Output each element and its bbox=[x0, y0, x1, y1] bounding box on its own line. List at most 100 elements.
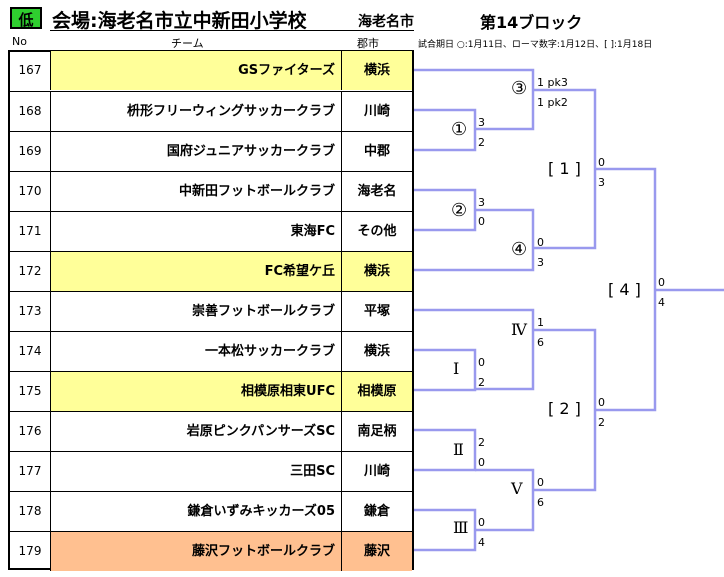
match-score: 4 bbox=[658, 296, 665, 309]
schedule-note: 試合期日 ○:1月11日、ローマ数字:1月12日、[ ]:1月18日 bbox=[418, 40, 653, 50]
team-name: 崇善フットボールクラブ bbox=[50, 292, 341, 331]
team-city: 横浜 bbox=[341, 51, 412, 90]
column-header-city: 郡市 bbox=[357, 37, 379, 50]
table-row: 167 GSファイターズ横浜 bbox=[10, 51, 412, 91]
team-number: 169 bbox=[18, 144, 42, 158]
match-score: 3 bbox=[478, 116, 485, 129]
match-score: 0 bbox=[478, 215, 485, 228]
team-city: 相模原 bbox=[341, 372, 412, 411]
match-label: Ⅲ bbox=[453, 518, 469, 537]
match-score: 2 bbox=[478, 376, 485, 389]
table-row: 173 崇善フットボールクラブ平塚 bbox=[10, 291, 412, 331]
team-name: FC希望ケ丘 bbox=[50, 252, 341, 291]
match-score: 6 bbox=[537, 336, 544, 349]
match-score: 2 bbox=[478, 436, 485, 449]
team-number: 177 bbox=[18, 464, 42, 478]
team-number: 176 bbox=[18, 424, 42, 438]
bracket-line bbox=[475, 468, 535, 532]
match-score: 0 bbox=[537, 476, 544, 489]
team-number: 175 bbox=[18, 384, 42, 398]
bracket-line bbox=[414, 108, 477, 152]
team-number: 167 bbox=[18, 63, 42, 77]
match-score: 2 bbox=[598, 416, 605, 429]
team-city: 海老名 bbox=[341, 172, 412, 211]
venue-city: 海老名市 bbox=[358, 14, 414, 30]
match-label: [ 1 ] bbox=[548, 159, 581, 178]
team-name: 東海FC bbox=[50, 212, 341, 251]
team-city: その他 bbox=[341, 212, 412, 251]
match-score: 1 pk2 bbox=[537, 96, 568, 109]
bracket-line bbox=[414, 308, 535, 391]
block-title: 第14ブロック bbox=[480, 13, 583, 32]
team-number: 179 bbox=[18, 544, 42, 558]
team-city: 平塚 bbox=[341, 292, 412, 331]
match-label: ② bbox=[451, 200, 468, 221]
match-score: 3 bbox=[598, 176, 605, 189]
bracket-line bbox=[414, 428, 477, 472]
bracket-line bbox=[414, 348, 477, 392]
team-city: 川崎 bbox=[341, 452, 412, 491]
match-score: 0 bbox=[598, 396, 605, 409]
team-number: 168 bbox=[18, 104, 42, 118]
match-label: [ 4 ] bbox=[608, 280, 641, 299]
bracket-line bbox=[414, 68, 535, 131]
team-name: 枡形フリーウィングサッカークラブ bbox=[50, 92, 341, 131]
venue-title: 会場:海老名市立中新田小学校 bbox=[52, 10, 307, 32]
team-city: 中郡 bbox=[341, 132, 412, 171]
column-header-team: チーム bbox=[171, 37, 204, 50]
match-label: [ 2 ] bbox=[548, 399, 581, 418]
match-label: ① bbox=[451, 119, 468, 140]
match-score: 0 bbox=[478, 516, 485, 529]
title-underline bbox=[50, 30, 414, 31]
team-city: 藤沢 bbox=[341, 532, 412, 571]
level-badge: 低 bbox=[10, 7, 42, 29]
team-number: 172 bbox=[18, 264, 42, 278]
match-score: 0 bbox=[598, 156, 605, 169]
team-number: 173 bbox=[18, 304, 42, 318]
match-label: Ⅴ bbox=[511, 479, 523, 498]
match-score: 2 bbox=[478, 136, 485, 149]
team-name: 国府ジュニアサッカークラブ bbox=[50, 132, 341, 171]
match-score: 0 bbox=[658, 276, 665, 289]
team-number: 170 bbox=[18, 184, 42, 198]
team-number: 171 bbox=[18, 224, 42, 238]
team-name: 鎌倉いずみキッカーズ05 bbox=[50, 492, 341, 531]
match-label: ④ bbox=[511, 239, 528, 260]
match-score: 1 bbox=[537, 316, 544, 329]
match-score: 0 bbox=[478, 456, 485, 469]
team-name: 藤沢フットボールクラブ bbox=[50, 532, 341, 571]
match-score: 6 bbox=[537, 496, 544, 509]
team-name: 一本松サッカークラブ bbox=[50, 332, 341, 371]
match-label: Ⅰ bbox=[453, 359, 460, 378]
column-header-no: No bbox=[12, 35, 27, 48]
match-score: 3 bbox=[478, 196, 485, 209]
match-label: ③ bbox=[511, 78, 528, 99]
team-city: 鎌倉 bbox=[341, 492, 412, 531]
match-score: 0 bbox=[537, 236, 544, 249]
bracket-line bbox=[414, 208, 535, 272]
team-name: 岩原ピンクパンサーズSC bbox=[50, 412, 341, 451]
table-row: 179 藤沢フットボールクラブ藤沢 bbox=[10, 531, 412, 571]
team-city: 横浜 bbox=[341, 252, 412, 291]
match-label: Ⅱ bbox=[453, 440, 464, 459]
match-score: 4 bbox=[478, 536, 485, 549]
team-name: 中新田フットボールクラブ bbox=[50, 172, 341, 211]
team-number: 178 bbox=[18, 504, 42, 518]
team-city: 川崎 bbox=[341, 92, 412, 131]
team-name: 相模原相東UFC bbox=[50, 372, 341, 411]
match-score: 0 bbox=[478, 356, 485, 369]
table-row: 172 FC希望ケ丘横浜 bbox=[10, 251, 412, 291]
table-row: 168 枡形フリーウィングサッカークラブ川崎 bbox=[10, 91, 412, 131]
table-row: 170 中新田フットボールクラブ海老名 bbox=[10, 171, 412, 211]
match-score: 1 pk3 bbox=[537, 76, 568, 89]
team-name: GSファイターズ bbox=[50, 51, 341, 90]
table-row: 169 国府ジュニアサッカークラブ中郡 bbox=[10, 131, 412, 171]
team-number: 174 bbox=[18, 344, 42, 358]
